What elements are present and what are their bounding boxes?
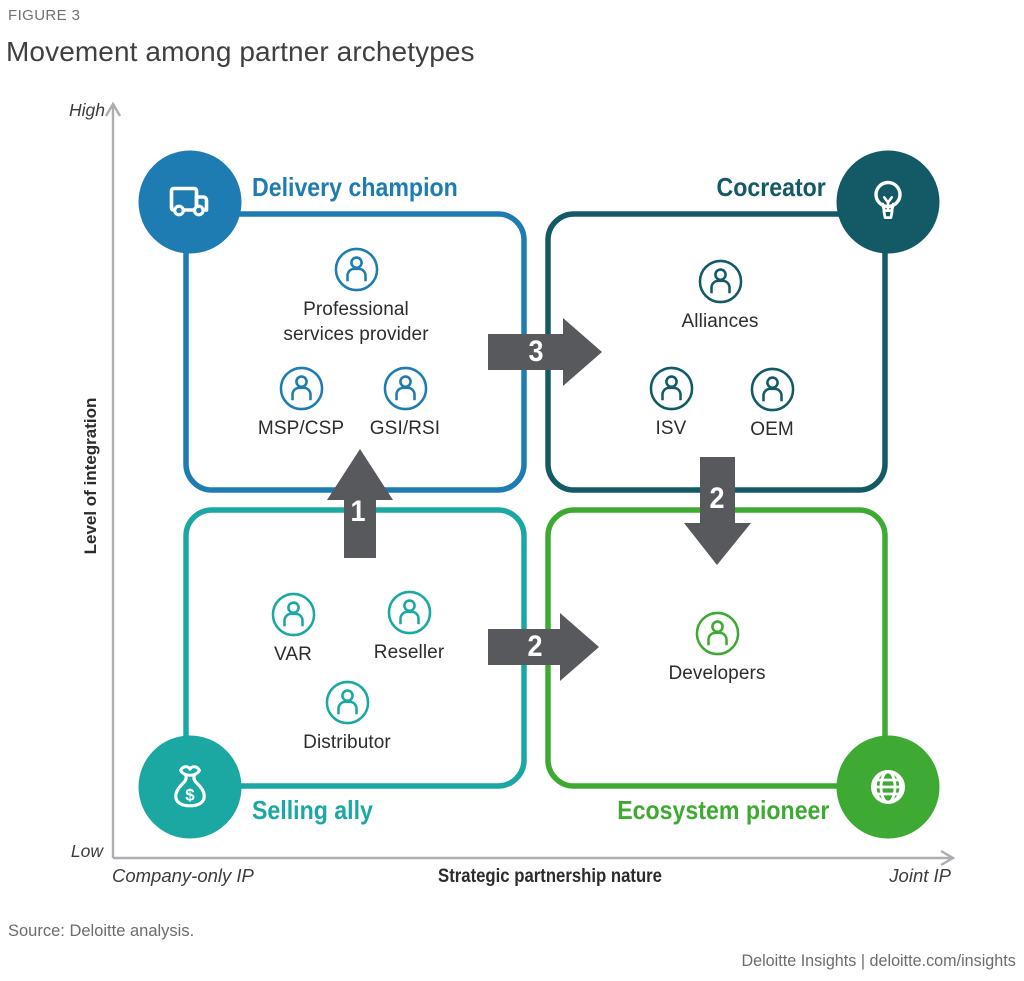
arrow-number-1: 1 xyxy=(350,495,366,528)
member-developers: Developers xyxy=(627,610,807,687)
arrow-number-3: 3 xyxy=(528,335,544,368)
cocreator-badge xyxy=(836,150,940,254)
arrow-up-1 xyxy=(327,449,393,558)
delivery-champion-badge xyxy=(138,150,242,254)
member-label: ISV xyxy=(655,418,687,439)
arrow-right-3 xyxy=(488,318,602,386)
quadrant-title-selling-ally: Selling ally xyxy=(252,795,373,825)
y-axis-low-label: Low xyxy=(70,841,103,861)
member-distributor: Distributor xyxy=(267,679,427,756)
member-reseller: Reseller xyxy=(339,589,479,666)
person-icon xyxy=(278,365,325,412)
member-msp-csp: MSP/CSP xyxy=(236,365,366,442)
x-axis-arrowhead xyxy=(940,849,956,867)
member-isv: ISV xyxy=(616,365,726,442)
person-icon xyxy=(382,365,429,412)
movement-arrows xyxy=(327,318,751,681)
globe-icon xyxy=(870,769,906,805)
arrow-number-2-right: 2 xyxy=(527,630,543,663)
arrow-right-2 xyxy=(488,613,599,681)
person-icon xyxy=(386,589,433,636)
page-title: Movement among partner archetypes xyxy=(6,36,475,67)
person-icon xyxy=(697,258,744,305)
x-axis-title: Strategic partnership nature xyxy=(438,866,662,887)
person-icon xyxy=(749,366,796,413)
member-gsi-rsi: GSI/RSI xyxy=(340,365,470,442)
selling-ally-badge: $ xyxy=(138,735,242,839)
quadrant-title-delivery-champion: Delivery champion xyxy=(252,172,458,202)
member-label: Alliances xyxy=(681,311,759,332)
arrow-down-2 xyxy=(684,457,751,565)
person-icon xyxy=(333,246,380,293)
member-oem: OEM xyxy=(717,366,827,443)
member-label: OEM xyxy=(750,419,794,440)
person-icon xyxy=(270,591,317,638)
x-axis-right-label: Joint IP xyxy=(889,865,951,886)
lightbulb-icon xyxy=(874,180,902,219)
y-axis-arrowhead xyxy=(104,101,122,117)
person-icon xyxy=(324,679,371,726)
member-label: GSI/RSI xyxy=(369,418,441,439)
member-var: VAR xyxy=(238,591,348,668)
axes xyxy=(104,101,956,867)
member-label: Distributor xyxy=(303,732,391,753)
member-professional-services-provider: Professional services provider xyxy=(266,246,446,347)
x-axis-left-label: Company-only IP xyxy=(112,865,254,886)
member-label: VAR xyxy=(274,644,312,665)
y-axis-high-label: High xyxy=(69,100,105,120)
quadrant-title-ecosystem-pioneer: Ecosystem pioneer xyxy=(616,795,829,825)
quadrant-title-cocreator: Cocreator xyxy=(716,172,826,202)
deloitte-insights-credit: Deloitte Insights | deloitte.com/insight… xyxy=(741,951,1016,970)
person-icon xyxy=(648,365,695,412)
member-alliances: Alliances xyxy=(640,258,800,335)
arrow-number-2-down: 2 xyxy=(709,482,725,515)
member-label: Professional services provider xyxy=(283,299,429,345)
member-label: MSP/CSP xyxy=(257,418,345,439)
ecosystem-pioneer-badge xyxy=(836,735,940,839)
member-label: Developers xyxy=(668,663,766,684)
figure-number: FIGURE 3 xyxy=(8,7,81,24)
person-icon xyxy=(694,610,741,657)
y-axis-title: Level of integration xyxy=(81,397,100,555)
dollar-glyph: $ xyxy=(185,786,195,805)
source-note: Source: Deloitte analysis. xyxy=(8,922,195,940)
member-label: Reseller xyxy=(373,642,445,663)
money-bag-icon: $ xyxy=(174,765,206,808)
truck-icon xyxy=(169,186,209,217)
